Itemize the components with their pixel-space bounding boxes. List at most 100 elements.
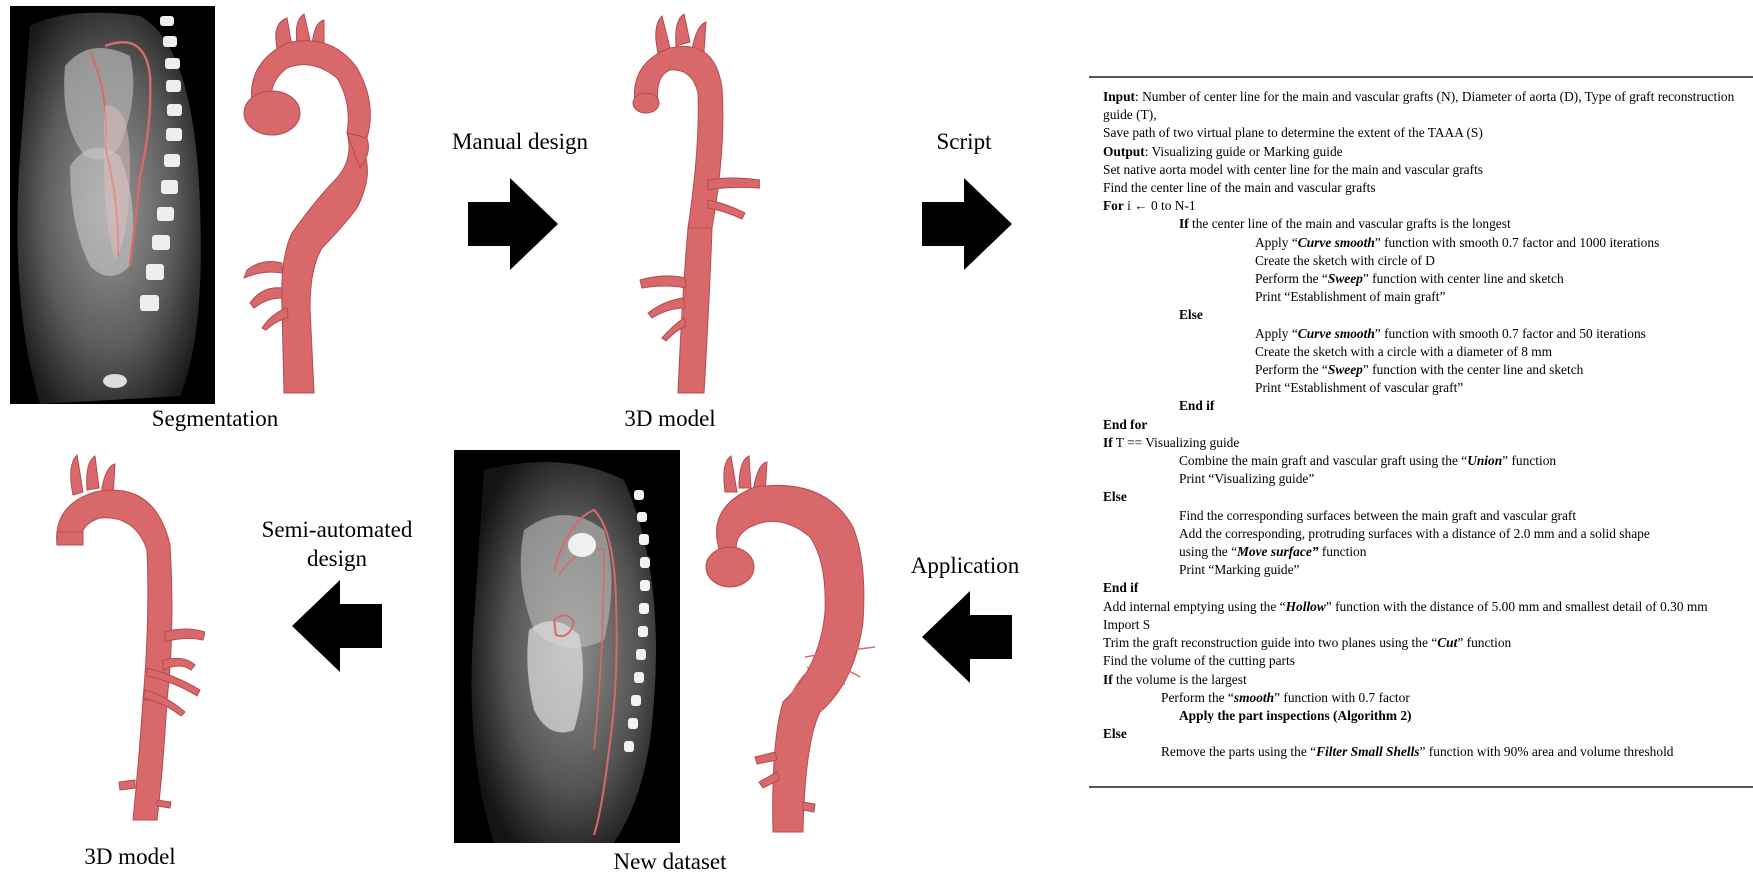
aorta-model-graft (600, 8, 760, 403)
model-bottom-label: 3D model (30, 843, 230, 872)
script-label: Script (904, 128, 1024, 157)
algo-smooth-suffix: ” function with 0.7 factor (1274, 690, 1410, 705)
algo-sweep-keyword: Sweep (1328, 362, 1363, 377)
algo-trim: Trim the graft reconstruction guide into… (1103, 634, 1745, 652)
algo-apply-prefix: Apply “ (1255, 235, 1298, 250)
algo-print-main: Print “Establishment of main graft” (1103, 288, 1745, 306)
algo-smooth-keyword: smooth (1234, 690, 1274, 705)
algo-if-t-text: T == Visualizing guide (1113, 435, 1240, 450)
algo-input: Input: Number of center line for the mai… (1103, 88, 1745, 124)
algo-function-word: function (1318, 544, 1366, 559)
algo-sweep-2-suffix: ” function with the center line and sket… (1363, 362, 1584, 377)
algo-apply-curve-1000: Apply “Curve smooth” function with smoot… (1103, 234, 1745, 252)
algo-sketch-d: Create the sketch with circle of D (1103, 252, 1745, 270)
algorithm-box: Input: Number of center line for the mai… (1089, 76, 1753, 788)
aorta-model-graft-graphic (600, 8, 760, 403)
algo-add-surfaces: Add the corresponding, protruding surfac… (1103, 525, 1745, 543)
ct-scan-segmentation-graphic (10, 6, 215, 404)
algo-trim-prefix: Trim the graft reconstruction guide into… (1103, 635, 1437, 650)
algo-if-keyword: If (1103, 435, 1113, 450)
algo-input-line2: Save path of two virtual plane to determ… (1103, 124, 1745, 142)
ct-scan-new-dataset-graphic (454, 450, 680, 843)
algo-add-internal-prefix: Add internal emptying using the “ (1103, 599, 1286, 614)
algo-for: For i ← 0 to N-1 (1103, 197, 1745, 215)
aorta-model-native-graphic (232, 8, 402, 398)
algo-end-if-2: End if (1103, 579, 1745, 597)
algo-function-suffix: ” function (1457, 635, 1511, 650)
algo-apply-prefix: Apply “ (1255, 326, 1298, 341)
algo-union-keyword: Union (1467, 453, 1502, 468)
algo-perform-prefix: Perform the “ (1161, 690, 1234, 705)
algo-cut-keyword: Cut (1437, 635, 1457, 650)
algo-sweep-keyword: Sweep (1328, 271, 1363, 286)
algo-sweep-1: Perform the “Sweep” function with center… (1103, 270, 1745, 288)
algo-apply-50-suffix: ” function with smooth 0.7 factor and 50… (1375, 326, 1646, 341)
algo-end-if-1: End if (1103, 397, 1745, 415)
algo-input-keyword: Input (1103, 89, 1135, 104)
algo-else-1: Else (1103, 306, 1745, 324)
algo-if-volume: If the volume is the largest (1103, 671, 1745, 689)
algo-remove-parts: Remove the parts using the “Filter Small… (1103, 743, 1745, 761)
algo-combine-prefix: Combine the main graft and vascular graf… (1179, 453, 1467, 468)
algo-sweep-1-suffix: ” function with center line and sketch (1363, 271, 1564, 286)
application-label: Application (890, 552, 1040, 581)
algo-find-center: Find the center line of the main and vas… (1103, 179, 1745, 197)
algo-for-keyword: For (1103, 198, 1124, 213)
algo-output-text: : Visualizing guide or Marking guide (1145, 144, 1343, 159)
algo-set-native: Set native aorta model with center line … (1103, 161, 1745, 179)
arrow-left-application (922, 591, 1012, 683)
ct-scan-new-dataset (454, 450, 680, 843)
manual-design-label: Manual design (420, 128, 620, 157)
segmentation-label: Segmentation (95, 405, 335, 434)
new-dataset-label: New dataset (560, 848, 780, 877)
algo-curve-smooth-keyword: Curve smooth (1298, 326, 1375, 341)
aorta-model-new-dataset (695, 452, 895, 842)
algo-if-volume-text: the volume is the largest (1113, 672, 1247, 687)
algo-perform-prefix: Perform the “ (1255, 271, 1328, 286)
algo-add-internal: Add internal emptying using the “Hollow”… (1103, 598, 1745, 616)
algo-else-3: Else (1103, 725, 1745, 743)
algo-move-surface: using the “Move surface” function (1103, 543, 1745, 561)
algo-filter-shells-keyword: Filter Small Shells (1316, 744, 1419, 759)
semi-automated-label-line1: Semi-automated (232, 516, 442, 545)
arrow-right-script (922, 178, 1012, 270)
algo-if-keyword: If (1103, 672, 1113, 687)
algo-else-2: Else (1103, 488, 1745, 506)
algo-import-s: Import S (1103, 616, 1745, 634)
algo-perform-prefix: Perform the “ (1255, 362, 1328, 377)
semi-automated-label-line2: design (232, 545, 442, 574)
algo-remove-prefix: Remove the parts using the “ (1161, 744, 1316, 759)
algo-find-surfaces: Find the corresponding surfaces between … (1103, 507, 1745, 525)
aorta-model-guide-graphic (35, 450, 205, 832)
algo-if-longest-text: the center line of the main and vascular… (1189, 216, 1511, 231)
semi-automated-design-label: Semi-automated design (232, 516, 442, 574)
algo-for-text: i ← 0 to N-1 (1124, 198, 1196, 213)
algo-hollow-keyword: Hollow (1286, 599, 1326, 614)
algo-if-longest: If the center line of the main and vascu… (1103, 215, 1745, 233)
aorta-model-guide (35, 450, 205, 832)
algo-find-volume: Find the volume of the cutting parts (1103, 652, 1745, 670)
algo-move-surface-keyword: Move surface” (1237, 544, 1318, 559)
model-top-label: 3D model (560, 405, 780, 434)
algo-apply-1000-suffix: ” function with smooth 0.7 factor and 10… (1375, 235, 1660, 250)
aorta-model-new-dataset-graphic (695, 452, 895, 842)
algo-add-internal-suffix: ” function with the distance of 5.00 mm … (1326, 599, 1708, 614)
algo-input-text: : Number of center line for the main and… (1103, 89, 1734, 122)
algo-perform-smooth: Perform the “smooth” function with 0.7 f… (1103, 689, 1745, 707)
algo-if-keyword: If (1179, 216, 1189, 231)
algo-apply-curve-50: Apply “Curve smooth” function with smoot… (1103, 325, 1745, 343)
arrow-left-semi-automated (292, 580, 382, 672)
aorta-model-native (232, 8, 402, 398)
algo-print-vascular: Print “Establishment of vascular graft” (1103, 379, 1745, 397)
algo-end-for: End for (1103, 416, 1745, 434)
algo-if-t: If T == Visualizing guide (1103, 434, 1745, 452)
algo-print-visualizing: Print “Visualizing guide” (1103, 470, 1745, 488)
algo-apply-inspections: Apply the part inspections (Algorithm 2) (1103, 707, 1745, 725)
algo-combine: Combine the main graft and vascular graf… (1103, 452, 1745, 470)
algo-output: Output: Visualizing guide or Marking gui… (1103, 143, 1745, 161)
algo-sweep-2: Perform the “Sweep” function with the ce… (1103, 361, 1745, 379)
ct-scan-segmentation (10, 6, 215, 404)
algo-remove-suffix: ” function with 90% area and volume thre… (1420, 744, 1674, 759)
algo-sketch-8: Create the sketch with a circle with a d… (1103, 343, 1745, 361)
algo-output-keyword: Output (1103, 144, 1145, 159)
